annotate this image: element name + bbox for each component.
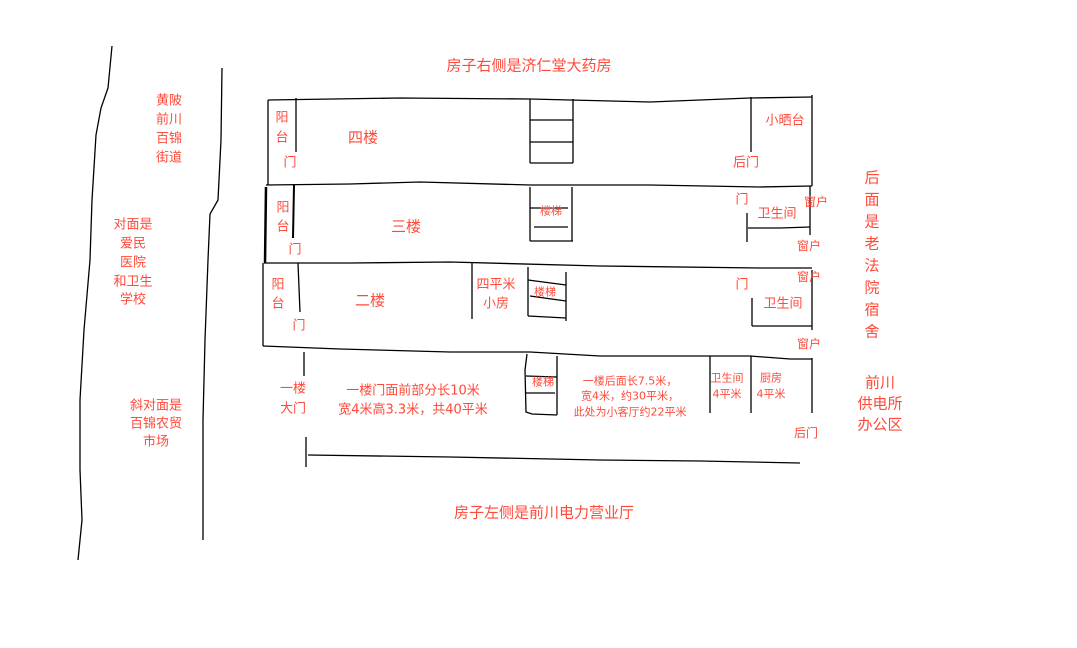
back-desc: 一楼后面长7.5米， — [582, 374, 678, 388]
road-edge-left — [77, 45, 113, 561]
terrace-label: 小晒台 — [765, 113, 805, 129]
balcony-label: 台 — [275, 130, 289, 146]
front-desc: 一楼门面前部分长10米 — [346, 383, 480, 399]
floor2-floor1-divider — [262, 345, 812, 360]
building-left-wall-3f — [263, 186, 268, 264]
power-office-label: 办公区 — [857, 415, 903, 434]
diagonal-label: 百锦农贸 — [129, 416, 183, 432]
diagonal-label: 斜对面是 — [129, 398, 183, 414]
back-desc: 宽4米，约30平米， — [581, 389, 679, 403]
stairs-1f — [524, 353, 558, 416]
behind-label: 法 — [864, 256, 880, 275]
floor4-floor3-divider — [265, 181, 813, 188]
opposite-label: 和卫生 — [113, 274, 153, 290]
door-label: 门 — [283, 155, 297, 171]
street-label: 前川 — [155, 112, 183, 128]
floor3-label: 三楼 — [390, 217, 422, 236]
main-door-label: 一楼 — [279, 381, 307, 397]
main-door-label: 大门 — [279, 401, 307, 417]
behind-label: 是 — [864, 212, 880, 231]
opposite-label: 对面是 — [113, 217, 153, 233]
kitchen-label: 厨房 — [760, 371, 782, 385]
kitchen-area: 4平米 — [756, 387, 786, 401]
behind-label: 老 — [864, 234, 880, 253]
behind-label: 舍 — [864, 322, 880, 341]
stairs-label: 楼梯 — [532, 375, 554, 389]
door-label: 门 — [735, 192, 749, 208]
front-desc: 宽4米高3.3米，共40平米 — [338, 402, 488, 418]
street-label: 百锦 — [155, 131, 183, 147]
balcony-wall-3f — [292, 184, 295, 239]
bathroom-label: 卫生间 — [757, 206, 797, 222]
power-office-label: 前川 — [864, 373, 896, 392]
left-side-note: 房子左侧是前川电力营业厅 — [453, 503, 635, 522]
back-door-label: 后门 — [732, 155, 760, 171]
floor4-top-wall — [267, 96, 813, 103]
window-label: 窗户 — [796, 337, 822, 351]
balcony-label: 阳 — [275, 110, 289, 126]
floor2-label: 二楼 — [354, 291, 386, 310]
power-office-label: 供电所 — [857, 394, 903, 413]
street-label: 黄陂 — [155, 93, 183, 109]
balcony-wall-2f — [297, 262, 301, 313]
opposite-label: 医院 — [119, 255, 147, 271]
opposite-label: 学校 — [119, 292, 147, 308]
small-room-label: 四平米 — [476, 277, 516, 293]
balcony-label: 台 — [271, 296, 285, 312]
road-edge-right — [202, 67, 223, 540]
stairs-label: 楼梯 — [540, 204, 562, 218]
stairs-label: 楼梯 — [534, 285, 556, 299]
floor3-floor2-divider — [264, 261, 812, 269]
door-label: 门 — [288, 242, 302, 258]
behind-label: 宿 — [864, 300, 880, 319]
floor4-label: 四楼 — [347, 128, 379, 147]
balcony-label: 台 — [276, 219, 290, 235]
floor1-bottom-wall — [307, 454, 801, 464]
balcony-label: 阳 — [271, 277, 285, 293]
back-door-label: 后门 — [793, 426, 819, 440]
street-label: 街道 — [155, 150, 183, 166]
balcony-label: 阳 — [276, 200, 290, 216]
window-label: 窗户 — [803, 195, 829, 209]
diagonal-label: 市场 — [142, 434, 170, 450]
behind-label: 后 — [864, 168, 880, 187]
behind-label: 面 — [864, 190, 880, 209]
small-room-label: 小房 — [482, 296, 510, 312]
opposite-label: 爱民 — [119, 236, 147, 252]
bathroom-area: 4平米 — [712, 387, 742, 401]
window-label: 窗户 — [796, 270, 822, 284]
door-label: 门 — [735, 277, 749, 293]
bathroom-label: 卫生间 — [763, 296, 803, 312]
back-desc: 此处为小客厅约22平米 — [573, 405, 687, 419]
window-label: 窗户 — [796, 239, 822, 253]
right-side-note: 房子右侧是济仁堂大药房 — [446, 56, 612, 75]
door-label: 门 — [292, 318, 306, 334]
behind-label: 院 — [864, 278, 880, 297]
bathroom-label: 卫生间 — [710, 371, 744, 385]
